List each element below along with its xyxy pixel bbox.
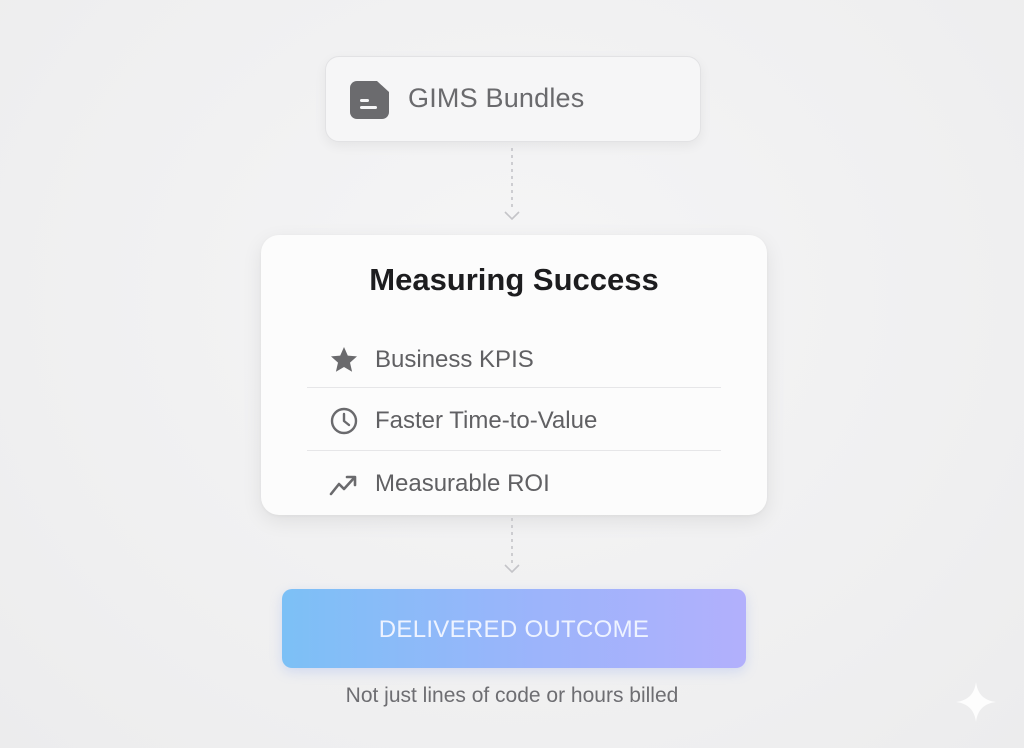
delivered-outcome-banner: DELIVERED OUTCOME — [282, 589, 746, 668]
outcome-label: DELIVERED OUTCOME — [378, 616, 650, 643]
star-icon — [331, 347, 357, 372]
trend-up-icon — [329, 475, 357, 496]
caption-text: Not just lines of code or hours billed — [345, 684, 679, 707]
document-icon — [350, 81, 389, 119]
source-node-card: GIMS Bundles — [325, 56, 701, 142]
metric-label: Faster Time-to-Value — [375, 407, 598, 434]
sparkle-icon — [956, 682, 996, 722]
card-title: Measuring Success — [369, 262, 659, 297]
flow-arrow-down — [504, 518, 520, 574]
metric-label: Measurable ROI — [375, 470, 550, 497]
metric-item: Faster Time-to-Value — [307, 389, 721, 449]
metric-item: Measurable ROI — [307, 452, 721, 512]
divider — [307, 450, 721, 451]
divider — [307, 387, 721, 388]
flow-arrow-down — [504, 148, 520, 221]
metric-item: Business KPIS — [307, 328, 721, 388]
clock-icon — [330, 407, 358, 435]
source-node-label: GIMS Bundles — [408, 83, 585, 113]
measuring-success-card: Measuring Success Business KPIS Faster T… — [261, 235, 767, 515]
metric-label: Business KPIS — [375, 346, 534, 373]
